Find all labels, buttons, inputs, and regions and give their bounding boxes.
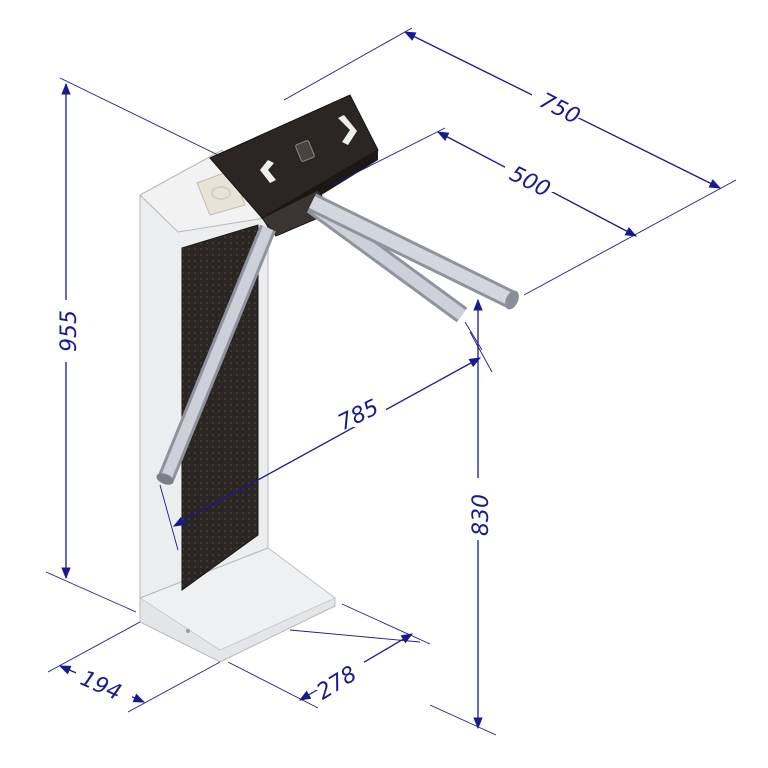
dimension-278: 278 [227, 603, 431, 709]
exit-indicator-icon [338, 115, 357, 145]
pictogram-icon [295, 140, 315, 162]
dimension-194: 194 [47, 621, 221, 713]
dimension-500: 500 [331, 127, 638, 237]
entry-indicator-icon [260, 160, 276, 183]
dimension-830: 830 [429, 298, 497, 736]
dimension-830-label: 830 [469, 494, 494, 536]
dimension-955-label: 955 [57, 310, 82, 352]
dimension-955: 955 [45, 77, 219, 613]
